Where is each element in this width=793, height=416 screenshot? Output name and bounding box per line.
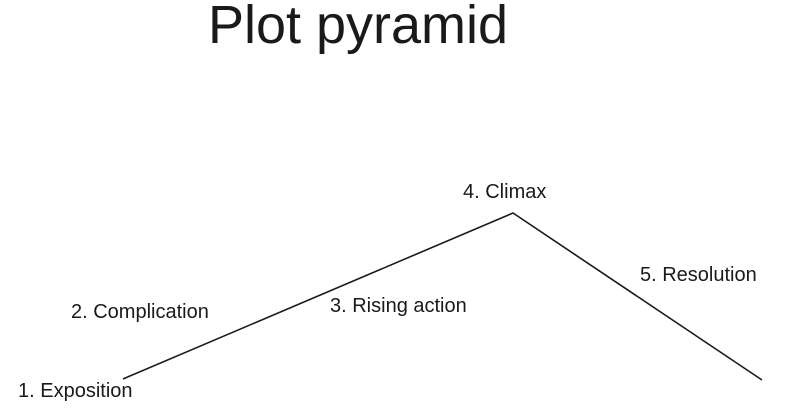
label-resolution: 5. Resolution — [640, 264, 757, 286]
pyramid-line — [122, 212, 763, 381]
label-climax: 4. Climax — [463, 181, 547, 203]
label-exposition: 1. Exposition — [18, 380, 133, 402]
label-rising-action: 3. Rising action — [330, 295, 467, 317]
diagram-title: Plot pyramid — [207, 0, 509, 55]
label-complication: 2. Complication — [71, 301, 209, 323]
